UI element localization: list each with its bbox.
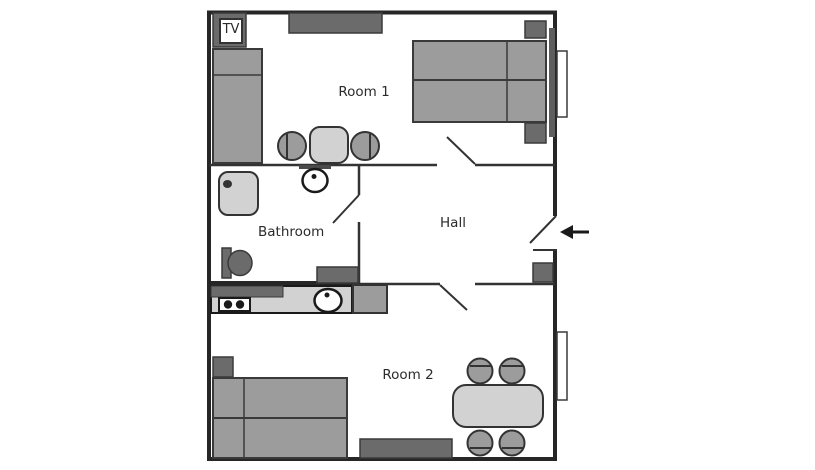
stove-burner-right: [235, 300, 245, 309]
sink-kitchen-faucet: [324, 292, 330, 298]
single-bed: [212, 48, 263, 164]
toilet-bowl: [227, 249, 253, 277]
chair-room1-right: [350, 131, 380, 161]
shower: [218, 171, 259, 216]
double-bed-room1: [412, 40, 547, 123]
nightstand-room1-bottom: [524, 122, 547, 144]
nightstand-room1-top: [524, 20, 547, 39]
hall-label: Hall: [440, 215, 466, 231]
mirror-shelf: [299, 165, 331, 169]
tv-stand-room2: [359, 438, 453, 459]
wall-shelf: [288, 12, 383, 34]
room1-label: Room 1: [338, 84, 390, 100]
fridge: [352, 284, 388, 314]
dining-chair-top-left: [466, 357, 494, 385]
window-room1: [556, 50, 568, 118]
door-swing-entrance: [529, 215, 557, 244]
bathroom-label: Bathroom: [258, 224, 325, 240]
entrance-arrow-head: [560, 225, 573, 239]
table-room1: [309, 126, 349, 164]
room2-label: Room 2: [382, 367, 434, 383]
dining-table: [452, 384, 544, 428]
radiator-room1: [549, 28, 555, 137]
sink-bathroom: [301, 167, 329, 194]
stove-burner-left: [223, 300, 233, 309]
sink-kitchen: [313, 287, 343, 314]
washing-machine: [316, 266, 359, 284]
chair-room1-left: [277, 131, 307, 161]
sink-bathroom-faucet: [311, 174, 317, 179]
kitchen-counter-dark: [210, 285, 284, 298]
door-swing-room2: [439, 284, 468, 311]
door-swing-bathroom: [332, 194, 360, 224]
entry-cabinet: [532, 262, 554, 283]
door-swing-room1: [446, 136, 476, 165]
dining-chair-top-right: [498, 357, 526, 385]
tv-screen: [219, 18, 243, 44]
dining-chair-bottom-left: [466, 429, 494, 457]
shower-drain: [223, 180, 232, 188]
stove: [218, 297, 251, 312]
window-room2: [556, 331, 568, 401]
tv-label: TV: [222, 22, 240, 37]
dining-chair-bottom-right: [498, 429, 526, 457]
nightstand-room2: [212, 356, 234, 378]
